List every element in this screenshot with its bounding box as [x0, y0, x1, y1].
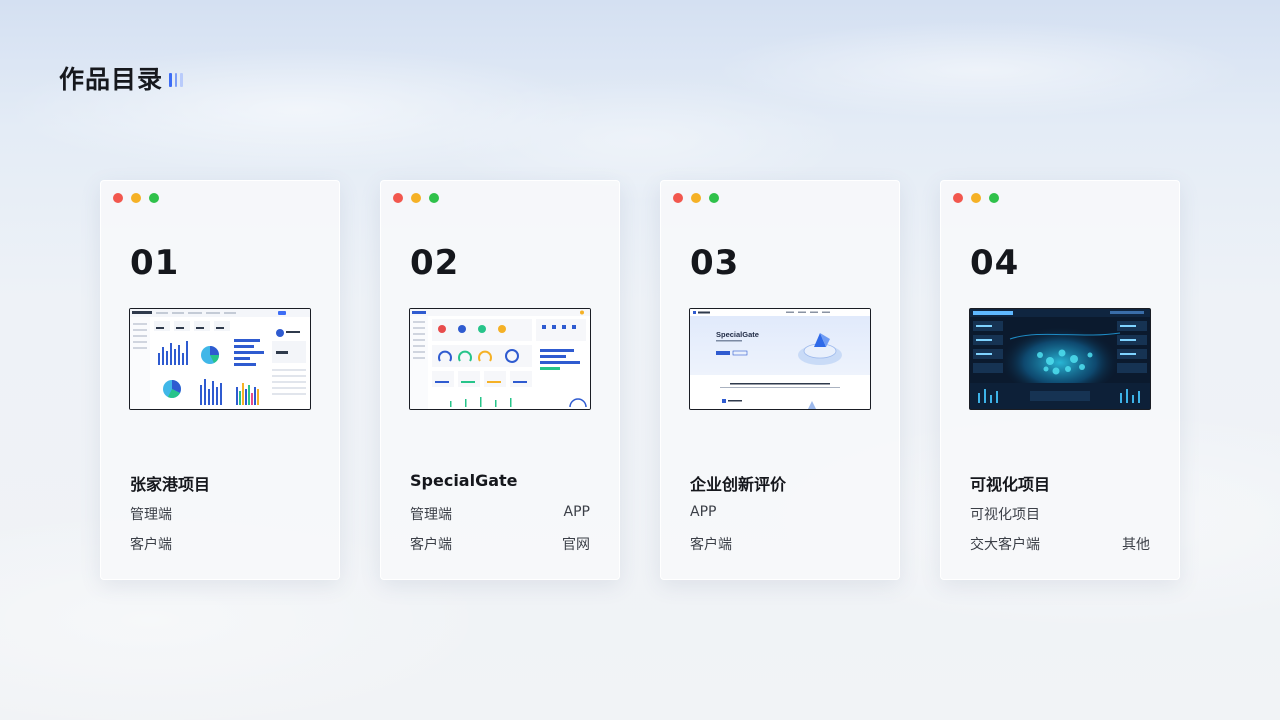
minimize-dot-icon	[131, 193, 141, 203]
maximize-dot-icon	[429, 193, 439, 203]
card-row: 管理端 APP	[410, 504, 590, 524]
card-row: 客户端	[130, 534, 310, 554]
window-dots-icon	[113, 193, 159, 203]
website-preview-image: SpecialGate	[690, 309, 870, 409]
card-title: 可视化项目	[970, 475, 1051, 494]
close-dot-icon	[393, 193, 403, 203]
hero-title: SpecialGate	[716, 330, 759, 339]
close-dot-icon	[673, 193, 683, 203]
row-label-left: 管理端	[410, 507, 452, 523]
row-label-right: 其他	[1122, 537, 1150, 553]
close-dot-icon	[113, 193, 123, 203]
page-title: 作品目录	[59, 65, 164, 94]
minimize-dot-icon	[971, 193, 981, 203]
row-label-left: APP	[690, 504, 717, 520]
window-dots-icon	[393, 193, 439, 203]
visualization-preview-image	[970, 309, 1150, 409]
maximize-dot-icon	[149, 193, 159, 203]
project-card-1[interactable]: 01 张家港项目 管理端 客户端	[100, 180, 340, 580]
row-label-left: 交大客户端	[970, 537, 1040, 553]
card-row: 管理端	[130, 504, 310, 524]
card-title: SpecialGate	[410, 471, 518, 490]
card-row: 可视化项目	[970, 504, 1150, 524]
project-card-2[interactable]: 02 SpecialGate 管理端 APP	[380, 180, 620, 580]
card-row: 客户端 官网	[410, 534, 590, 554]
row-label-left: 客户端	[410, 537, 452, 553]
page-header: 作品目录	[59, 60, 183, 96]
minimize-dot-icon	[411, 193, 421, 203]
project-card-4[interactable]: 04 可视化项目	[940, 180, 1180, 580]
card-row: 客户端	[690, 534, 870, 554]
project-card-3[interactable]: 03 SpecialGate 企业创新评价	[660, 180, 900, 580]
card-number: 02	[410, 243, 460, 283]
card-number: 04	[970, 243, 1020, 283]
card-row: APP	[690, 504, 870, 520]
window-dots-icon	[953, 193, 999, 203]
row-label-left: 管理端	[130, 507, 172, 523]
minimize-dot-icon	[691, 193, 701, 203]
row-label-right: APP	[563, 504, 590, 520]
row-label-left: 客户端	[690, 537, 732, 553]
card-title: 企业创新评价	[690, 475, 787, 494]
project-thumbnail-specialgate-admin[interactable]	[409, 308, 591, 410]
title-accent-bars-icon	[169, 73, 183, 87]
project-thumbnail-website[interactable]: SpecialGate	[689, 308, 871, 410]
admin-preview-image	[410, 309, 590, 409]
close-dot-icon	[953, 193, 963, 203]
row-label-left: 可视化项目	[970, 507, 1040, 523]
card-number: 01	[130, 243, 180, 283]
project-thumbnail-visualization[interactable]	[969, 308, 1151, 410]
row-label-right: 官网	[562, 537, 590, 553]
card-row: 交大客户端 其他	[970, 534, 1150, 554]
maximize-dot-icon	[709, 193, 719, 203]
project-thumbnail-admin-dashboard[interactable]	[129, 308, 311, 410]
window-dots-icon	[673, 193, 719, 203]
card-title: 张家港项目	[130, 475, 211, 494]
card-number: 03	[690, 243, 740, 283]
dashboard-preview-image	[130, 309, 310, 409]
row-label-left: 客户端	[130, 537, 172, 553]
maximize-dot-icon	[989, 193, 999, 203]
